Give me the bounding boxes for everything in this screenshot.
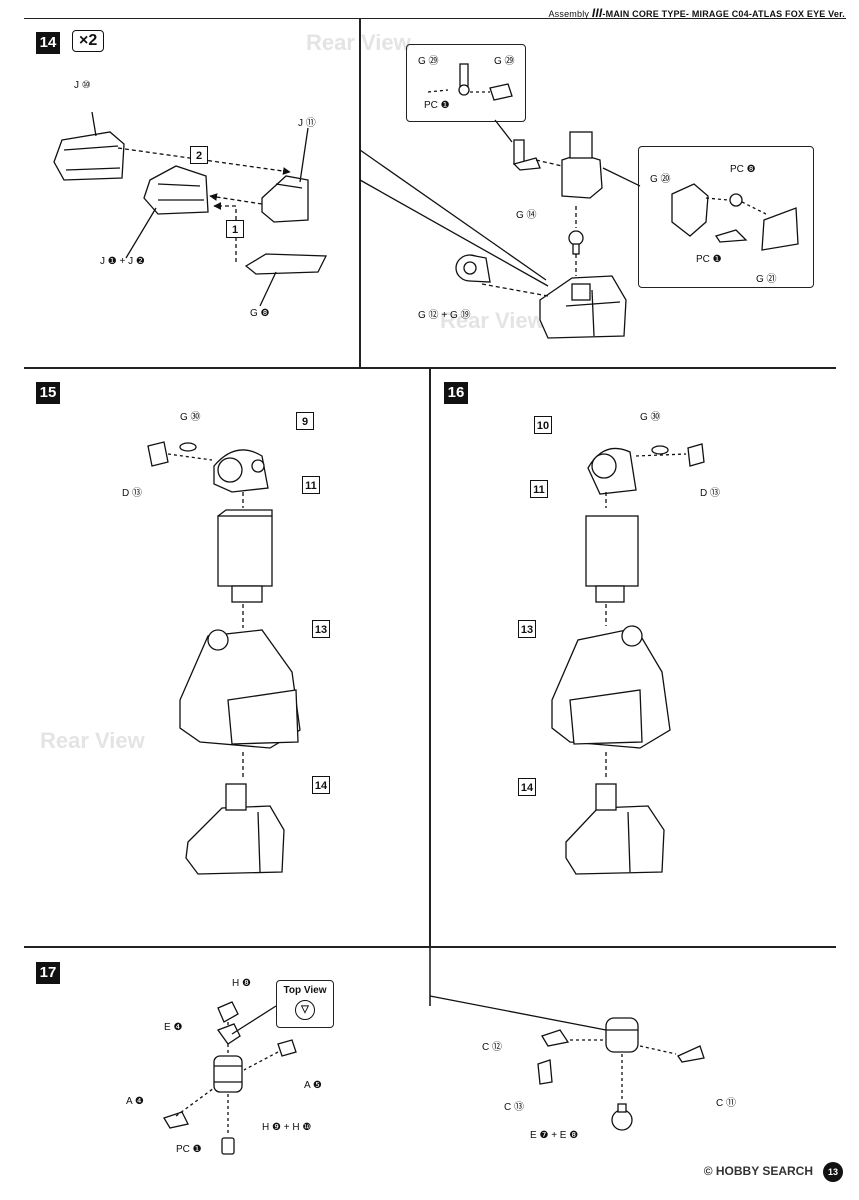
step-16-badge: 16	[444, 382, 468, 404]
part-g14-ball-joint	[568, 230, 584, 255]
s15-part-tag-9: 9	[296, 412, 314, 430]
s17-part-c13	[537, 1059, 553, 1085]
s16-base-14	[565, 783, 665, 875]
s17-part-h8	[217, 1001, 239, 1023]
s17-head-core	[605, 1017, 639, 1053]
label-j10: J ⑩	[74, 80, 91, 91]
part-g12-g19-ball	[455, 254, 491, 283]
s17-label-h9-h10: H ❾ + H ❿	[262, 1122, 312, 1133]
label-j1-j2: J ❶ + J ❷	[100, 256, 145, 267]
s15-part-tag-11: 11	[302, 476, 320, 494]
divider-14-vertical	[359, 18, 361, 368]
s16-part-tag-14: 14	[518, 778, 536, 796]
label-g20: G ⑳	[650, 174, 671, 185]
s15-label-d13: D ⑬	[122, 488, 142, 499]
s16-body-13	[551, 625, 671, 749]
s15-small-d13	[147, 441, 197, 467]
s17-core	[213, 1055, 243, 1093]
s17-label-e7-e8: E ❼ + E ❽	[530, 1130, 579, 1141]
label-pc-d: PC ❶	[424, 100, 450, 111]
callout-joint-right	[638, 146, 814, 288]
step-17-badge: 17	[36, 962, 60, 984]
part-j10-shell	[53, 131, 125, 181]
header-rule	[24, 18, 846, 19]
s17-part-c12	[541, 1029, 570, 1047]
s16-part-tag-13: 13	[518, 620, 536, 638]
s15-label-g30: G ㉚	[180, 412, 201, 423]
s17-label-h8: H ❽	[232, 978, 251, 989]
s17-part-e4	[216, 1023, 241, 1045]
part-g8-plate	[244, 253, 328, 275]
part-j11-cap	[261, 175, 309, 223]
s17-label-a5: A ❺	[304, 1080, 322, 1091]
s17-label-c11: C ⑪	[716, 1098, 736, 1109]
s17-part-e7-e8	[611, 1103, 633, 1131]
s16-torso-11	[585, 515, 639, 603]
label-g29-right: G ㉙	[494, 56, 515, 67]
callout-joint-left	[406, 44, 526, 122]
step-15-badge: 15	[36, 382, 60, 404]
label-g29-left: G ㉙	[418, 56, 439, 67]
step-14-multiplier: ×2	[72, 30, 105, 52]
s17-part-a5	[277, 1039, 297, 1057]
label-g21: G ㉑	[756, 274, 777, 285]
s15-part-tag-13: 13	[312, 620, 330, 638]
s15-head-9	[213, 449, 269, 493]
s17-label-c12: C ⑫	[482, 1042, 502, 1053]
top-view-title: Top View	[283, 985, 327, 996]
order-tag-1: 1	[226, 220, 244, 238]
callout-right-parts	[671, 183, 799, 251]
s16-part-tag-11: 11	[530, 480, 548, 498]
small-peg-assembly	[512, 139, 541, 171]
watermark: © HOBBY SEARCH	[704, 1164, 813, 1178]
label-g12-g19: G ⑫ + G ⑲	[418, 310, 471, 321]
step-14-badge: 14	[36, 32, 60, 54]
label-pc-r: PC ❽	[730, 164, 756, 175]
watermark-text: © HOBBY SEARCH	[703, 1164, 813, 1178]
s15-torso-11	[217, 509, 273, 603]
divider-17-vertical	[429, 946, 431, 1006]
s16-small-d13	[651, 443, 705, 467]
divider-15-16	[429, 367, 431, 947]
s16-head-10	[587, 447, 637, 495]
callout-left-parts	[427, 63, 513, 101]
assembly-title: -MAIN CORE TYPE- MIRAGE C04-ATLAS FOX EY…	[602, 9, 845, 19]
s17-label-a4: A ❹	[126, 1096, 144, 1107]
upper-joint-assembly	[561, 131, 603, 199]
page-number: 13	[823, 1162, 843, 1182]
top-view-icon: ▽	[295, 1000, 315, 1020]
s17-label-c13: C ⑬	[504, 1102, 524, 1113]
s17-part-a4	[163, 1111, 189, 1129]
assembly-roman-numeral: III	[591, 6, 603, 20]
label-pc-j: PC ❶	[696, 254, 722, 265]
ghost-rear-view-2: Rear View	[440, 308, 545, 333]
s17-pc-a	[221, 1137, 235, 1155]
s17-label-e4: E ❹	[164, 1022, 183, 1033]
s17-part-c11	[677, 1045, 705, 1063]
s15-base-14	[185, 783, 285, 875]
order-tag-2: 2	[190, 146, 208, 164]
s16-part-tag-10: 10	[534, 416, 552, 434]
main-base	[539, 275, 627, 339]
assembly-label: Assembly	[548, 9, 590, 19]
ghost-rear-view-1: Rear View	[306, 30, 411, 55]
ghost-rear-view-3: Rear View	[40, 728, 145, 753]
top-view-callout: Top View ▽	[276, 980, 334, 1028]
label-g8: G ❽	[250, 308, 270, 319]
s15-body-13	[179, 629, 301, 749]
s15-part-tag-14: 14	[312, 776, 330, 794]
part-j1-j2-body	[143, 165, 209, 215]
label-j11: J ⑪	[298, 118, 316, 129]
s16-label-g30: G ㉚	[640, 412, 661, 423]
s16-label-d13: D ⑬	[700, 488, 720, 499]
page-header: Assembly III-MAIN CORE TYPE- MIRAGE C04-…	[548, 6, 845, 20]
s17-label-pc-a: PC ❶	[176, 1144, 202, 1155]
label-g14: G ⑭	[516, 210, 537, 221]
